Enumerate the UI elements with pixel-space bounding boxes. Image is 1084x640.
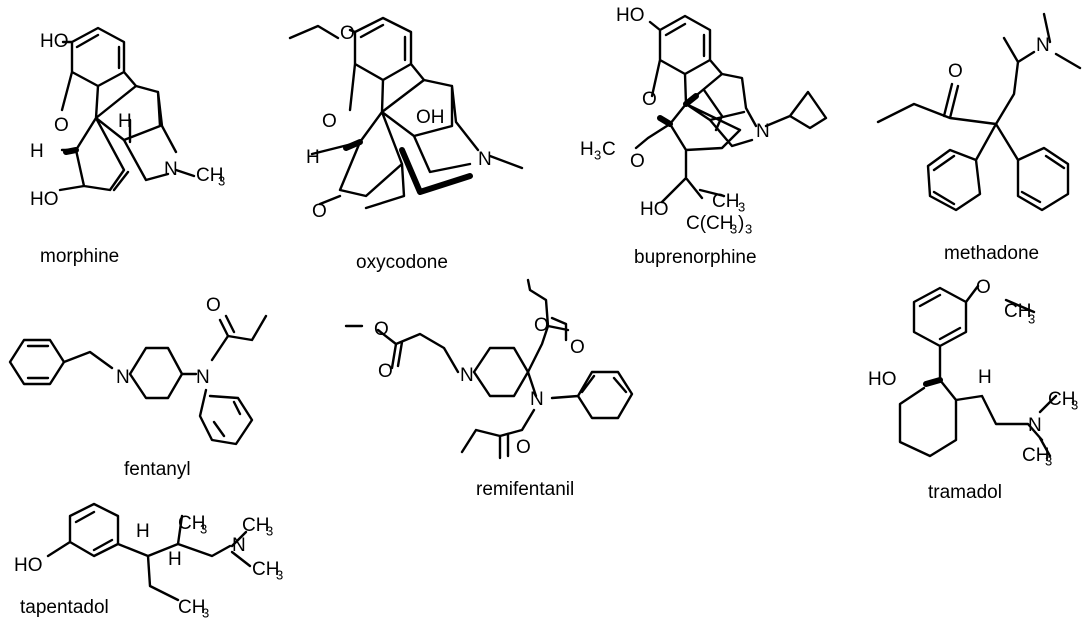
morphine-atom-sub3: 3 bbox=[218, 173, 225, 188]
buprenorphine-atom-sub3b: 3 bbox=[738, 199, 745, 214]
caption-oxycodone: oxycodone bbox=[356, 252, 448, 273]
buprenorphine-atom-h: H bbox=[580, 139, 594, 160]
tramadol-atom-ch1: CH bbox=[1004, 301, 1031, 322]
tapentadol-atom-h1: H bbox=[136, 521, 150, 542]
methadone-atom-n: N bbox=[1036, 35, 1050, 56]
oxycodone-bold-bonds bbox=[399, 147, 473, 195]
morphine-wedge bbox=[63, 147, 79, 155]
tapentadol-atom-sub3c: 3 bbox=[276, 567, 283, 582]
molecule-tapentadol: HO H CH 3 N CH 3 CH 3 H CH 3 tapentadol bbox=[14, 502, 283, 620]
morphine-atom-ho2: HO bbox=[30, 189, 59, 210]
morphine-atom-ho: HO bbox=[40, 31, 69, 52]
buprenorphine-wedges bbox=[657, 93, 699, 127]
caption-remifentanil: remifentanil bbox=[476, 479, 574, 500]
remifentanil-skeleton bbox=[344, 278, 634, 460]
caption-tapentadol: tapentadol bbox=[20, 597, 109, 618]
caption-methadone: methadone bbox=[944, 243, 1039, 264]
remifentanil-atom-o2: O bbox=[378, 361, 393, 382]
buprenorphine-atom-sub3c: 3 bbox=[730, 221, 737, 236]
molecule-fentanyl: N N O fentanyl bbox=[8, 295, 268, 480]
molecule-morphine: HO O H H N CH 3 HO morphine bbox=[30, 26, 225, 267]
oxycodone-atom-n: N bbox=[478, 149, 492, 170]
molecule-methadone: O N methadone bbox=[876, 12, 1082, 264]
tapentadol-atom-h2: H bbox=[168, 549, 182, 570]
remifentanil-atom-n2: N bbox=[530, 389, 544, 410]
oxycodone-atom-o2: O bbox=[322, 111, 337, 132]
oxycodone-atom-oh: OH bbox=[416, 107, 445, 128]
tapentadol-atom-ch2: CH bbox=[242, 515, 269, 536]
tapentadol-atom-sub3b: 3 bbox=[266, 523, 273, 538]
caption-fentanyl: fentanyl bbox=[124, 459, 191, 480]
tapentadol-atom-n: N bbox=[232, 535, 246, 556]
morphine-skeleton bbox=[58, 26, 178, 192]
tramadol-wedge bbox=[923, 377, 943, 387]
buprenorphine-atom-n: N bbox=[756, 121, 770, 142]
morphine-atom-ch: CH bbox=[196, 165, 223, 186]
tapentadol-atom-ch4: CH bbox=[178, 597, 205, 618]
buprenorphine-atom-cch: C(CH bbox=[686, 213, 734, 234]
tramadol-skeleton bbox=[898, 284, 1058, 458]
morphine-atom-h1: H bbox=[30, 141, 44, 162]
buprenorphine-atom-c: C bbox=[602, 139, 616, 160]
oxycodone-atom-o3: O bbox=[312, 201, 327, 222]
tramadol-atom-h: H bbox=[978, 367, 992, 388]
buprenorphine-skeleton bbox=[634, 14, 828, 204]
tapentadol-atom-sub3a: 3 bbox=[200, 521, 207, 536]
buprenorphine-atom-ch: CH bbox=[712, 191, 739, 212]
molecule-remifentanil: O O N O O N O remifentanil bbox=[344, 278, 634, 500]
morphine-nme-bond bbox=[174, 168, 196, 178]
fentanyl-atom-n2: N bbox=[196, 367, 210, 388]
buprenorphine-atom-o: O bbox=[642, 89, 657, 110]
tramadol-atom-sub3c: 3 bbox=[1045, 453, 1052, 468]
morphine-atom-h2: H bbox=[118, 111, 132, 132]
tramadol-atom-o: O bbox=[976, 277, 991, 298]
fentanyl-skeleton bbox=[8, 314, 268, 446]
tapentadol-atom-sub3d: 3 bbox=[202, 605, 209, 620]
tapentadol-nme-bonds bbox=[230, 530, 252, 568]
oxycodone-wedge bbox=[343, 139, 363, 151]
buprenorphine-atom-paren: ) bbox=[738, 213, 744, 234]
buprenorphine-atom-o2: O bbox=[630, 151, 645, 172]
caption-buprenorphine: buprenorphine bbox=[634, 247, 757, 268]
tapentadol-skeleton bbox=[46, 502, 232, 602]
fentanyl-atom-o: O bbox=[206, 295, 221, 316]
remifentanil-atom-o3: O bbox=[534, 315, 549, 336]
oxycodone-atom-h: H bbox=[306, 147, 320, 168]
tramadol-atom-ch3: CH bbox=[1022, 445, 1049, 466]
methadone-atom-o: O bbox=[948, 61, 963, 82]
tramadol-atom-ch2: CH bbox=[1048, 389, 1075, 410]
methadone-skeleton bbox=[876, 12, 1082, 212]
remifentanil-atom-o5: O bbox=[516, 437, 531, 458]
molecule-oxycodone: O O H OH N O oxycodone bbox=[288, 16, 524, 273]
morphine-atom-o: O bbox=[54, 115, 69, 136]
buprenorphine-atom-ho2: HO bbox=[640, 199, 669, 220]
tramadol-atom-n: N bbox=[1028, 415, 1042, 436]
morphine-atom-n: N bbox=[164, 159, 178, 180]
molecule-tramadol: O CH 3 HO H N CH 3 CH 3 tramadol bbox=[868, 277, 1078, 503]
buprenorphine-atom-sub3a: 3 bbox=[594, 147, 601, 162]
remifentanil-atom-n1: N bbox=[460, 365, 474, 386]
fentanyl-atom-n1: N bbox=[116, 367, 130, 388]
tramadol-atom-sub3b: 3 bbox=[1071, 397, 1078, 412]
molecule-buprenorphine: HO O N H 3 C O CH 3 HO C(CH 3 ) 3 bupren… bbox=[580, 5, 828, 268]
caption-tramadol: tramadol bbox=[928, 482, 1002, 503]
tramadol-atom-sub3a: 3 bbox=[1028, 311, 1035, 326]
remifentanil-atom-o1: O bbox=[374, 319, 389, 340]
remifentanil-atom-o4: O bbox=[570, 337, 585, 358]
tramadol-atom-ho: HO bbox=[868, 369, 897, 390]
tapentadol-atom-ch1: CH bbox=[178, 513, 205, 534]
oxycodone-skeleton bbox=[288, 16, 524, 210]
caption-morphine: morphine bbox=[40, 246, 119, 267]
tapentadol-atom-ch3: CH bbox=[252, 559, 279, 580]
oxycodone-atom-o1: O bbox=[340, 23, 355, 44]
tapentadol-atom-ho: HO bbox=[14, 555, 43, 576]
buprenorphine-atom-sub3d: 3 bbox=[745, 221, 752, 236]
buprenorphine-atom-ho: HO bbox=[616, 5, 645, 26]
